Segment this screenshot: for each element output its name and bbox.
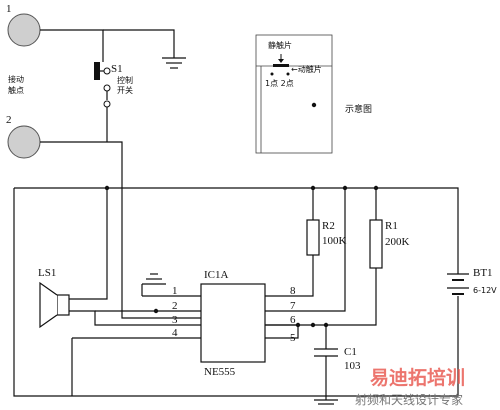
contact-label-line1: 接动 <box>8 74 24 84</box>
c1-name: C1 <box>344 346 357 358</box>
speaker-name: LS1 <box>38 267 56 279</box>
pin-5-label: 5 <box>290 332 296 344</box>
battery-value: 6-12V <box>473 286 497 295</box>
ic-ne555-body <box>200 283 266 363</box>
r2-value: 100K <box>322 235 347 247</box>
inset-top-label: 静触片 <box>268 40 292 50</box>
pin-4-label: 4 <box>172 327 178 339</box>
inset-right-label: ←动触片 <box>291 64 322 74</box>
switch-label-line2: 开关 <box>117 85 133 95</box>
pin-3-label: 3 <box>172 314 178 326</box>
battery-bt1 <box>447 273 469 295</box>
watermark: 易迪拓培训 射频和天线设计专家 <box>355 366 465 407</box>
pin-7-label: 7 <box>290 300 296 312</box>
speaker-ls1 <box>39 281 70 329</box>
wire-t1-ground <box>103 29 175 58</box>
contact-label-line2: 触点 <box>8 85 24 95</box>
r1-value: 200K <box>385 236 410 248</box>
resistor-r1 <box>369 219 383 269</box>
wire-speaker-pin3 <box>69 310 201 326</box>
inset-point-labels: 1点 2点 <box>265 79 294 88</box>
wire-top-rail <box>14 187 459 274</box>
ic-part: NE555 <box>204 366 236 378</box>
r2-name: R2 <box>322 220 335 232</box>
wire-t1-switch <box>40 29 104 62</box>
pin-2-label: 2 <box>172 300 178 312</box>
pin8-wire <box>265 255 314 297</box>
pin5-wire <box>265 325 299 339</box>
pin6-wire <box>265 268 377 326</box>
pin-8-label: 8 <box>290 285 296 297</box>
capacitor-c1 <box>314 348 338 357</box>
battery-name: BT1 <box>473 267 493 279</box>
wire-speaker-top <box>69 188 108 300</box>
touch-terminal-1: 1 <box>6 3 41 47</box>
inset-caption: 示意图 <box>345 103 372 115</box>
r1-name: R1 <box>385 220 398 232</box>
touch-terminal-2: 2 <box>6 114 41 159</box>
ground-symbol-pin1 <box>141 273 166 296</box>
pin7-wire <box>265 188 346 312</box>
inset-sketch <box>255 34 333 154</box>
pin-1-label: 1 <box>172 285 178 297</box>
ic-name: IC1A <box>204 269 229 281</box>
watermark-brand: 易迪拓培训 <box>370 366 465 389</box>
c1-value: 103 <box>344 360 361 372</box>
watermark-tagline: 射频和天线设计专家 <box>355 392 463 407</box>
switch-label-line1: 控制 <box>117 75 133 85</box>
terminal-1-label: 1 <box>6 3 12 15</box>
pin-6-label: 6 <box>290 314 296 326</box>
switch-s1 <box>94 62 111 108</box>
terminal-2-label: 2 <box>6 114 12 126</box>
ground-symbol-bottom <box>314 396 338 405</box>
resistor-r2 <box>306 219 320 256</box>
wire-outer-loop <box>13 188 459 397</box>
switch-name: S1 <box>111 63 123 75</box>
ground-symbol-top <box>162 57 186 69</box>
